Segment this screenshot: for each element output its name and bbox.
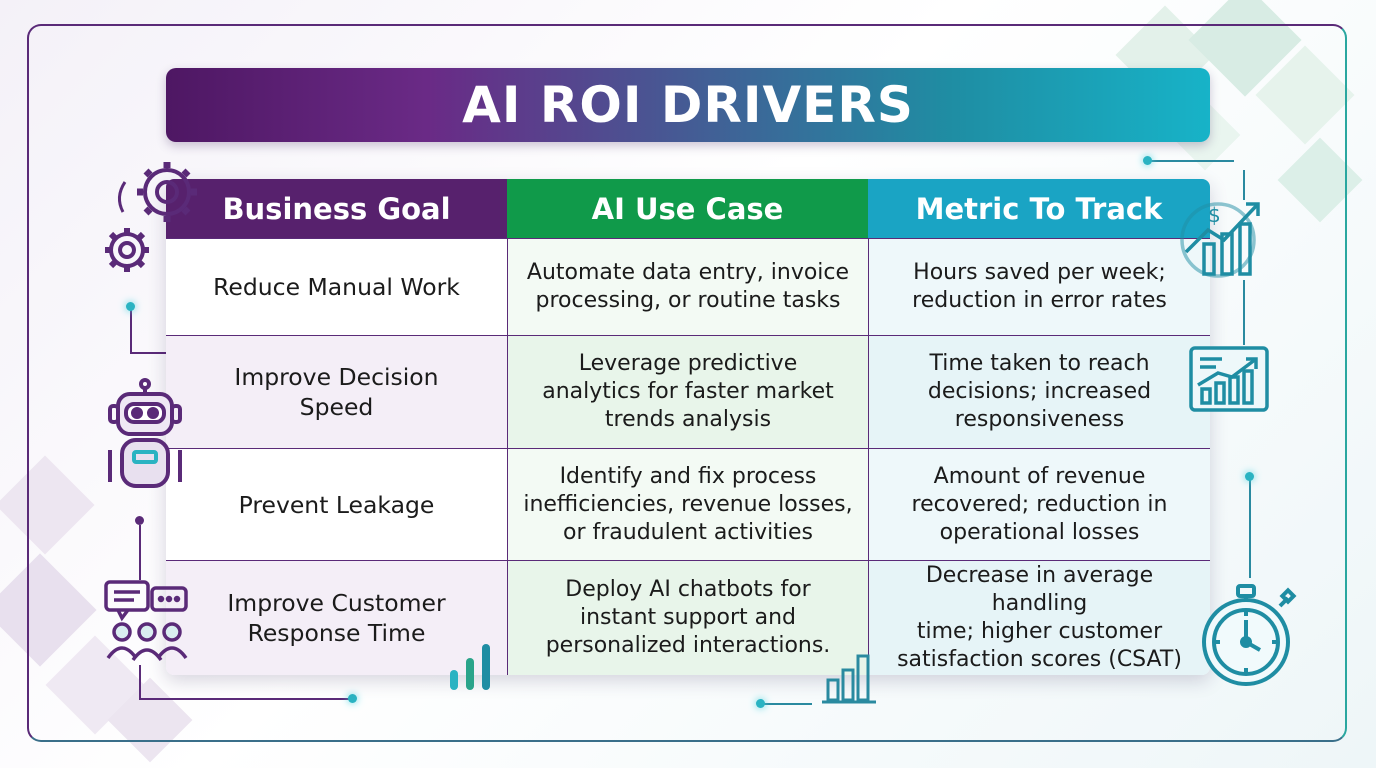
chat-users-icon [104,580,188,662]
connector-line [139,665,141,699]
connector-line [139,698,351,700]
metric-cell: Decrease in average handling time; highe… [868,561,1210,675]
connector-dot [1143,156,1152,165]
connector-line [1243,170,1245,200]
connector-line [130,310,132,354]
svg-text:$: $ [1208,203,1221,227]
bar-chart-icon [450,644,490,690]
goal-cell: Improve Customer Response Time [166,561,507,675]
connector-line [139,525,141,580]
table-header: Business Goal AI Use Case Metric To Trac… [166,179,1210,238]
metric-cell: Hours saved per week; reduction in error… [868,239,1210,335]
gears-icon [105,162,197,272]
connector-line [1249,478,1251,578]
connector-dot [135,516,144,525]
monitor-chart-icon [1189,346,1269,412]
use-case-cell: Identify and fix process inefficiencies,… [507,449,868,560]
connector-dot [348,694,357,703]
table-row: Prevent Leakage Identify and fix process… [166,448,1210,560]
connector-dot [756,699,765,708]
connector-line [1148,160,1234,162]
use-case-cell: Leverage predictive analytics for faster… [507,336,868,448]
goal-cell: Prevent Leakage [166,449,507,560]
connector-dot [1245,472,1254,481]
goal-cell: Reduce Manual Work [166,239,507,335]
growth-chart-icon: $ [1180,202,1260,278]
header-ai-use-case: AI Use Case [507,179,868,238]
use-case-cell: Automate data entry, invoice processing,… [507,239,868,335]
header-metric: Metric To Track [868,179,1210,238]
page-title: AI ROI DRIVERS [462,76,914,134]
robot-icon [108,378,182,488]
table-row: Reduce Manual Work Automate data entry, … [166,238,1210,335]
title-banner: AI ROI DRIVERS [166,68,1210,142]
stopwatch-icon [1202,584,1297,686]
table-row: Improve Customer Response Time Deploy AI… [166,560,1210,675]
connector-line [760,703,812,705]
goal-cell: Improve Decision Speed [166,336,507,448]
connector-dot [126,302,135,311]
header-business-goal: Business Goal [166,179,507,238]
metric-cell: Amount of revenue recovered; reduction i… [868,449,1210,560]
metric-cell: Time taken to reach decisions; increased… [868,336,1210,448]
bar-chart-icon [822,654,876,704]
outer-frame [27,24,1347,742]
connector-line [1243,280,1245,345]
connector-line [130,352,166,354]
table-row: Improve Decision Speed Leverage predicti… [166,335,1210,448]
use-case-cell: Deploy AI chatbots for instant support a… [507,561,868,675]
roi-table: Business Goal AI Use Case Metric To Trac… [166,179,1210,675]
